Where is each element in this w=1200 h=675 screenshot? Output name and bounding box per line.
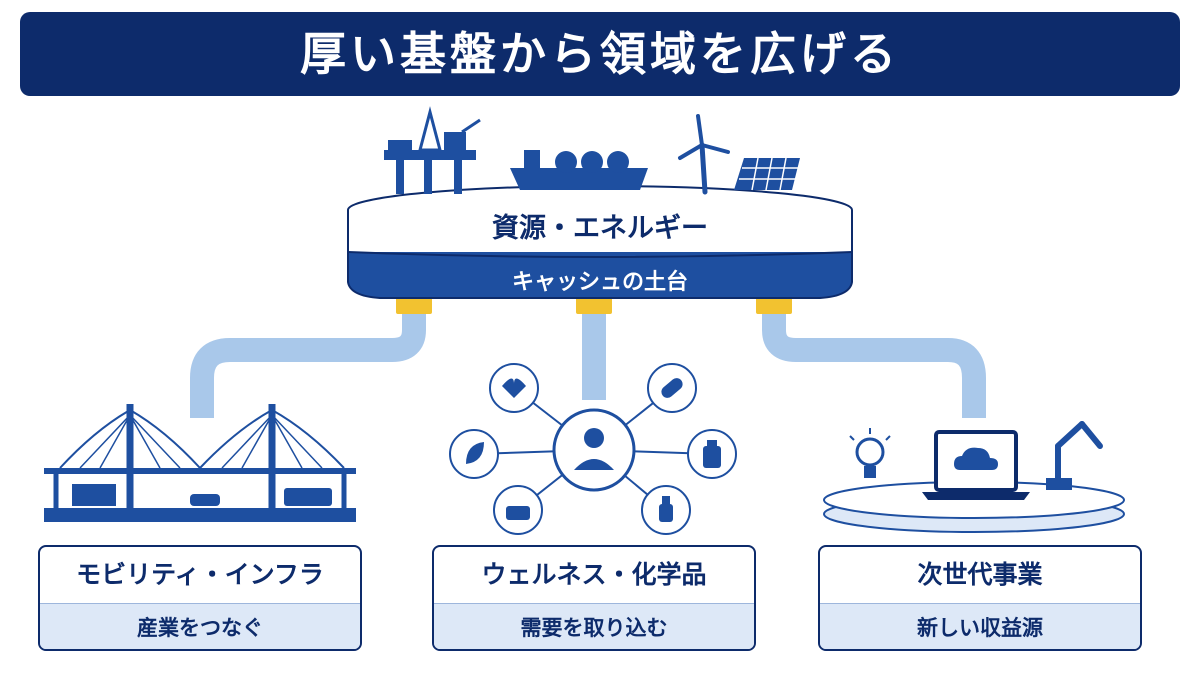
lightbulb-icon <box>855 437 885 467</box>
oil-rig-icon <box>384 106 481 194</box>
leaf-icon <box>466 442 484 464</box>
pipe-connectors <box>396 296 792 314</box>
card-title: 次世代事業 <box>917 560 1043 589</box>
car-icon <box>190 494 220 506</box>
card-subtitle: 需要を取り込む <box>434 603 754 649</box>
truck-icon <box>72 484 116 506</box>
hub-platform <box>347 185 853 299</box>
bottle-icon <box>703 446 721 468</box>
card-mobility: モビリティ・インフラ 産業をつなぐ <box>38 545 362 651</box>
next-gen-illustration <box>823 421 1125 533</box>
solar-panel-icon <box>734 157 800 191</box>
card-title: ウェルネス・化学品 <box>481 560 707 589</box>
pipe-left <box>190 312 426 418</box>
connector-pipes <box>190 312 986 418</box>
network-illustration <box>449 363 737 535</box>
card-next-gen: 次世代事業 新しい収益源 <box>818 545 1142 651</box>
cream-jar-icon <box>506 506 530 520</box>
pipe-right <box>762 312 986 418</box>
card-title: モビリティ・インフラ <box>76 560 324 589</box>
lng-ship-icon <box>510 150 648 190</box>
wind-turbine-icon <box>678 114 730 195</box>
bus-icon <box>284 488 332 506</box>
capsule-icon <box>661 378 683 398</box>
title-banner: 厚い基盤から領域を広げる <box>20 12 1180 96</box>
person-icon <box>584 428 604 448</box>
card-wellness: ウェルネス・化学品 需要を取り込む <box>432 545 756 651</box>
page-title: 厚い基盤から領域を広げる <box>300 27 900 81</box>
bridge-illustration <box>44 404 356 522</box>
pump-bottle-icon <box>659 504 673 522</box>
hub-title: 資源・エネルギー <box>492 213 708 244</box>
robot-arm-icon <box>1055 421 1103 483</box>
card-subtitle: 産業をつなぐ <box>40 603 360 649</box>
card-subtitle: 新しい収益源 <box>820 603 1140 649</box>
heart-icon <box>502 378 526 398</box>
cloud-icon <box>954 447 998 470</box>
hub-subtitle: キャッシュの土台 <box>511 270 688 295</box>
